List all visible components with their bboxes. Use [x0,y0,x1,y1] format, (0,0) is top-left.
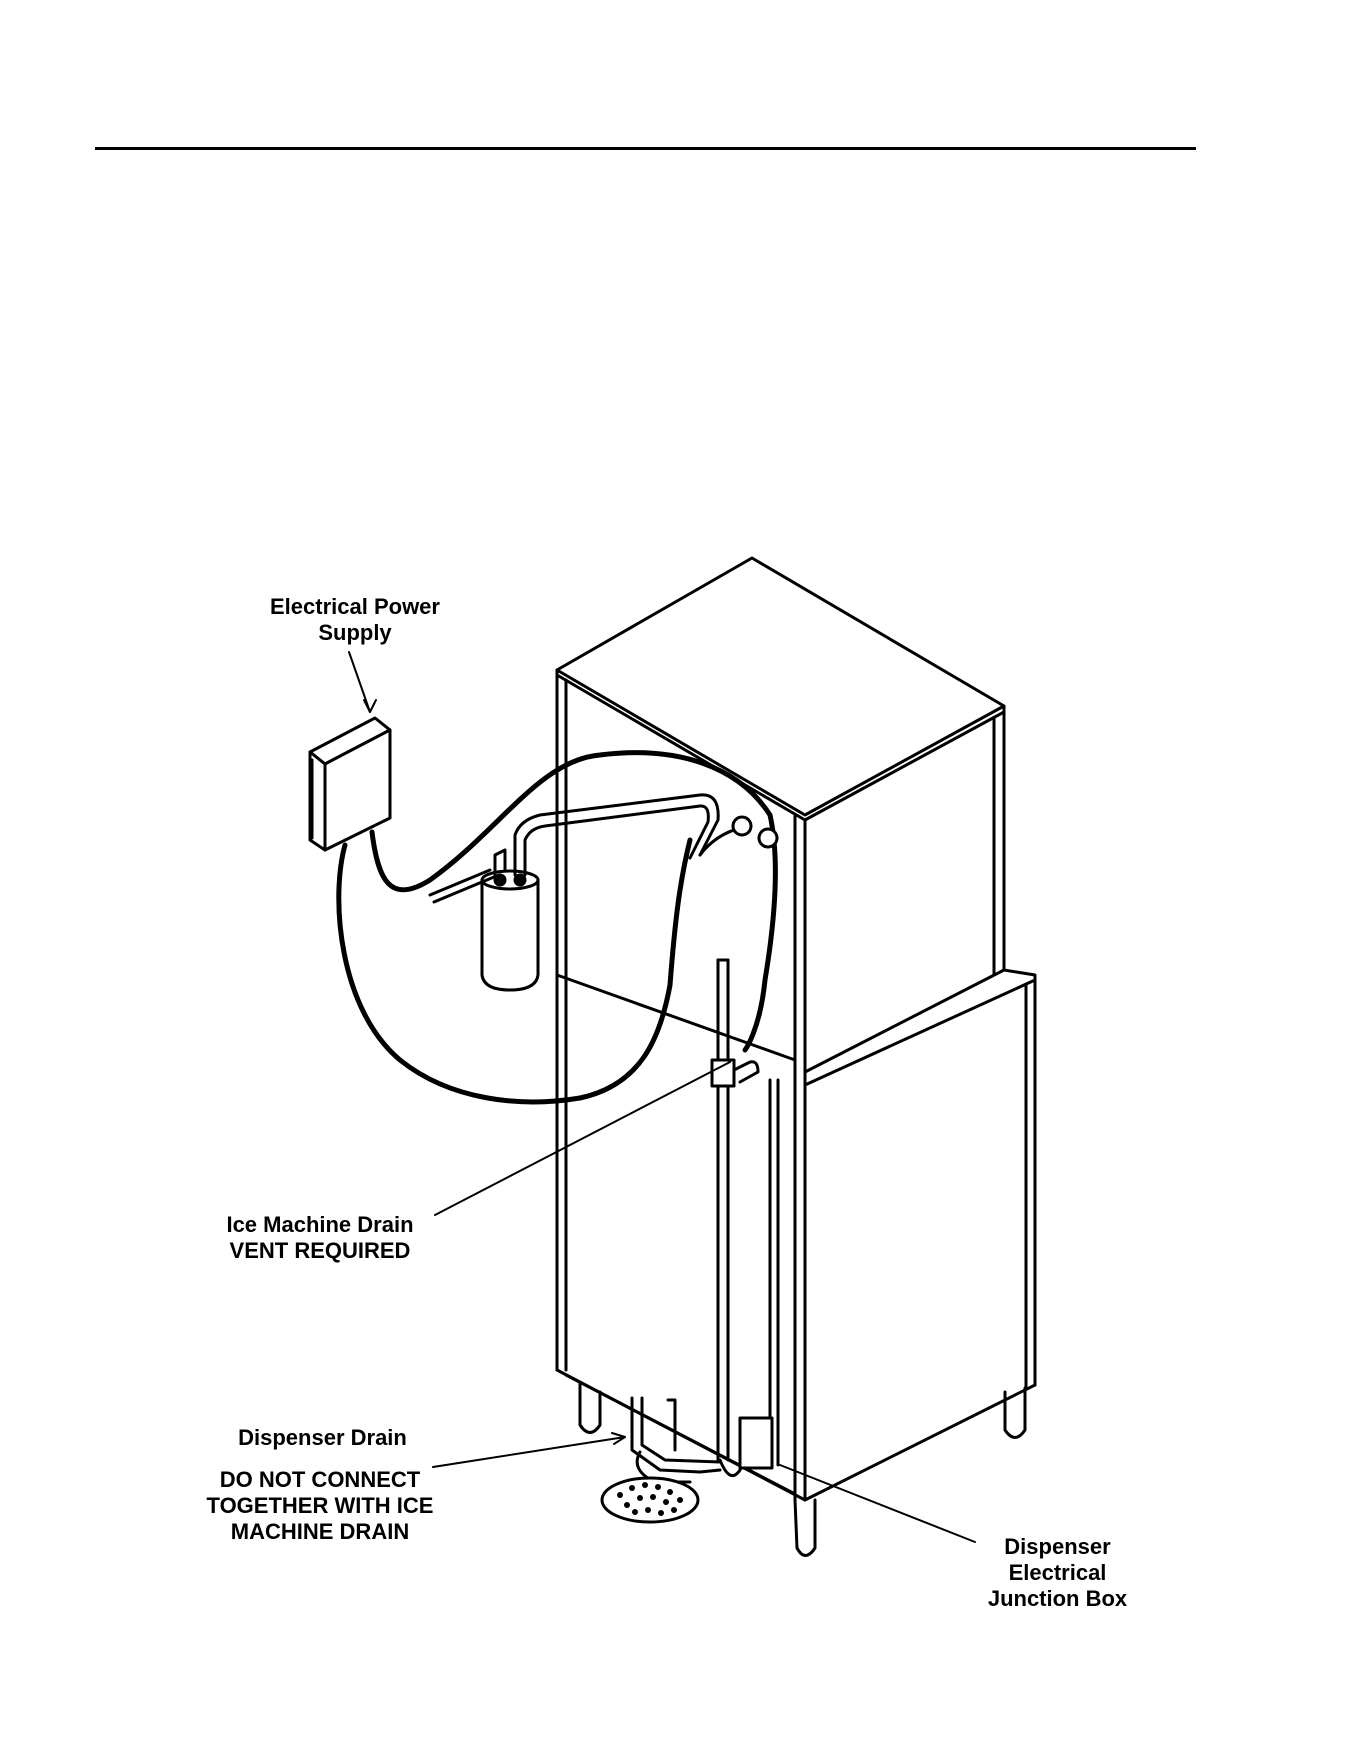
dispenser-drain [602,1398,772,1522]
power-supply-box [310,718,390,850]
label-dispenser-junction-box: Dispenser Electrical Junction Box [975,1534,1140,1612]
label-dispenser-drain: Dispenser Drain [205,1425,440,1451]
label-ice-machine-drain: Ice Machine Drain VENT REQUIRED [205,1212,435,1264]
label-electrical-power-supply: Electrical Power Supply [255,594,455,646]
leader-lines [349,652,975,1542]
ice-machine-drain [712,960,778,1465]
label-dispenser-drain-warning: DO NOT CONNECT TOGETHER WITH ICE MACHINE… [195,1467,445,1545]
